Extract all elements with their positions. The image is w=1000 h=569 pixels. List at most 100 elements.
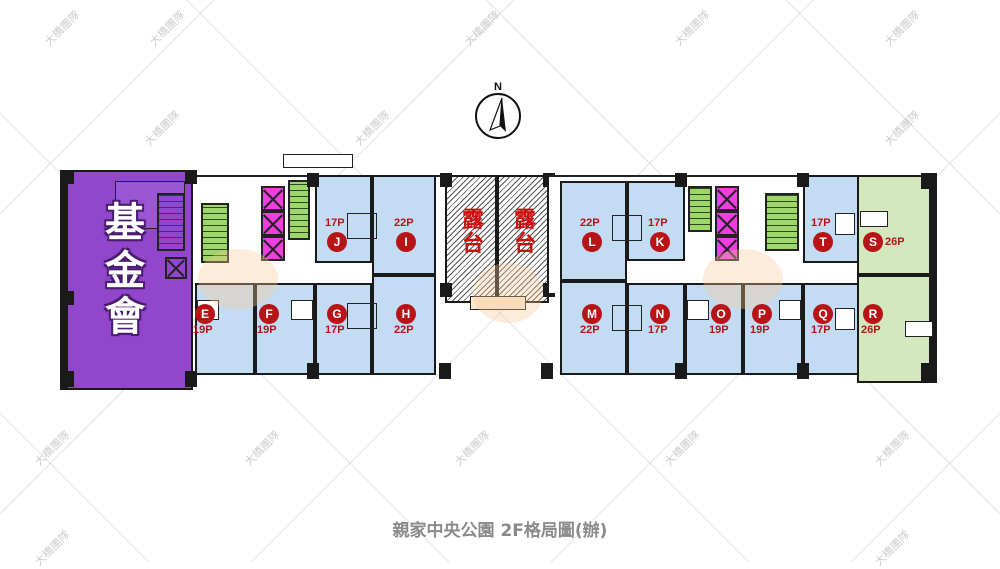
- column: [541, 363, 553, 379]
- unit-badge-P: P: [752, 304, 772, 324]
- unit-P: [743, 283, 803, 375]
- unit-H: [372, 275, 436, 375]
- unit-E: [195, 283, 255, 375]
- terrace-label: 台: [461, 232, 484, 257]
- unit-badge-E: E: [195, 304, 215, 324]
- restroom-icon: [779, 300, 801, 320]
- elevator-icon: [261, 211, 285, 236]
- column: [921, 173, 937, 189]
- unit-badge-L: L: [582, 232, 602, 252]
- terrace-label: 露: [461, 208, 484, 233]
- column: [60, 371, 74, 387]
- unit-capacity-S: 26P: [885, 236, 905, 248]
- unit-badge-T: T: [813, 232, 833, 252]
- column: [440, 173, 452, 187]
- top-balcony: [283, 154, 353, 168]
- unit-capacity-N: 17P: [648, 324, 668, 336]
- stair-icon: [765, 193, 799, 251]
- column: [185, 371, 197, 387]
- page-title: 親家中央公園 2F格局圖(辦): [392, 521, 608, 541]
- elevator-icon: [261, 236, 285, 261]
- unit-capacity-R: 26P: [861, 324, 881, 336]
- column: [307, 363, 319, 379]
- restroom-icon: [291, 300, 313, 320]
- unit-capacity-F: 19P: [257, 324, 277, 336]
- elevator-icon: [715, 236, 739, 261]
- restroom-icon: [905, 321, 933, 337]
- exterior-wall: [60, 170, 68, 390]
- unit-badge-N: N: [650, 304, 670, 324]
- unit-badge-S: S: [863, 232, 883, 252]
- watermark-text: 大橋團隊: [352, 108, 393, 149]
- unit-badge-F: F: [259, 304, 279, 324]
- watermark-text: 大橋團隊: [662, 428, 703, 469]
- unit-capacity-O: 19P: [709, 324, 729, 336]
- conference-table-icon: [347, 303, 377, 329]
- unit-capacity-G: 17P: [325, 324, 345, 336]
- unit-badge-J: J: [327, 232, 347, 252]
- unit-badge-K: K: [650, 232, 670, 252]
- foundation-label-1: 基: [105, 200, 145, 246]
- column: [440, 283, 452, 297]
- watermark-text: 大橋團隊: [872, 428, 913, 469]
- watermark-text: 大橋團隊: [452, 428, 493, 469]
- watermark-text: 大橋團隊: [882, 108, 923, 149]
- column: [185, 170, 197, 184]
- column: [307, 173, 319, 187]
- unit-capacity-Q: 17P: [811, 324, 831, 336]
- unit-M: [560, 281, 627, 375]
- column: [675, 173, 687, 187]
- elevator-icon: [715, 186, 739, 211]
- watermark-text: 大橋團隊: [242, 428, 283, 469]
- watermark-text: 大橋團隊: [42, 8, 83, 49]
- stair-icon: [157, 193, 185, 251]
- watermark-text: 大橋團隊: [142, 108, 183, 149]
- conference-table-icon: [612, 215, 642, 241]
- elevator-icon: [261, 186, 285, 211]
- unit-O: [685, 283, 743, 375]
- column: [921, 363, 937, 383]
- unit-capacity-I: 22P: [394, 217, 414, 229]
- elevator-icon: [165, 257, 187, 279]
- terrace-right: [497, 175, 549, 303]
- unit-G: [315, 283, 372, 375]
- unit-capacity-J: 17P: [325, 217, 345, 229]
- column: [797, 363, 809, 379]
- unit-badge-Q: Q: [813, 304, 833, 324]
- watermark-text: 大橋團隊: [882, 8, 923, 49]
- unit-I: [372, 175, 436, 275]
- unit-F: [255, 283, 315, 375]
- restroom-icon: [860, 211, 888, 227]
- column: [60, 291, 74, 305]
- unit-L: [560, 181, 627, 281]
- stair-icon: [288, 180, 310, 240]
- watermark-text: 大橋團隊: [462, 8, 503, 49]
- unit-badge-I: I: [396, 232, 416, 252]
- unit-capacity-M: 22P: [580, 324, 600, 336]
- conference-table-icon: [347, 213, 377, 239]
- watermark-text: 大橋團隊: [32, 428, 73, 469]
- foundation-label-3: 會: [105, 294, 145, 340]
- north-arrow-icon: N: [470, 80, 526, 139]
- column: [797, 173, 809, 187]
- restroom-icon: [835, 213, 855, 235]
- watermark-text: 大橋團隊: [672, 8, 713, 49]
- unit-capacity-H: 22P: [394, 324, 414, 336]
- stair-icon: [688, 186, 712, 232]
- unit-badge-O: O: [711, 304, 731, 324]
- restroom-icon: [835, 308, 855, 330]
- terrace-label: 台: [513, 232, 536, 257]
- exterior-wall: [929, 175, 937, 383]
- unit-capacity-T: 17P: [811, 217, 831, 229]
- unit-capacity-P: 19P: [750, 324, 770, 336]
- column: [439, 363, 451, 379]
- unit-capacity-K: 17P: [648, 217, 668, 229]
- terrace-label: 露: [513, 208, 536, 233]
- column: [60, 170, 74, 184]
- floor-plan: 基 金 會 露 台 露 台: [55, 153, 945, 393]
- unit-capacity-L: 22P: [580, 217, 600, 229]
- watermark-text: 大橋團隊: [147, 8, 188, 49]
- unit-badge-H: H: [396, 304, 416, 324]
- stair-icon: [201, 203, 229, 263]
- terrace-left: [445, 175, 497, 303]
